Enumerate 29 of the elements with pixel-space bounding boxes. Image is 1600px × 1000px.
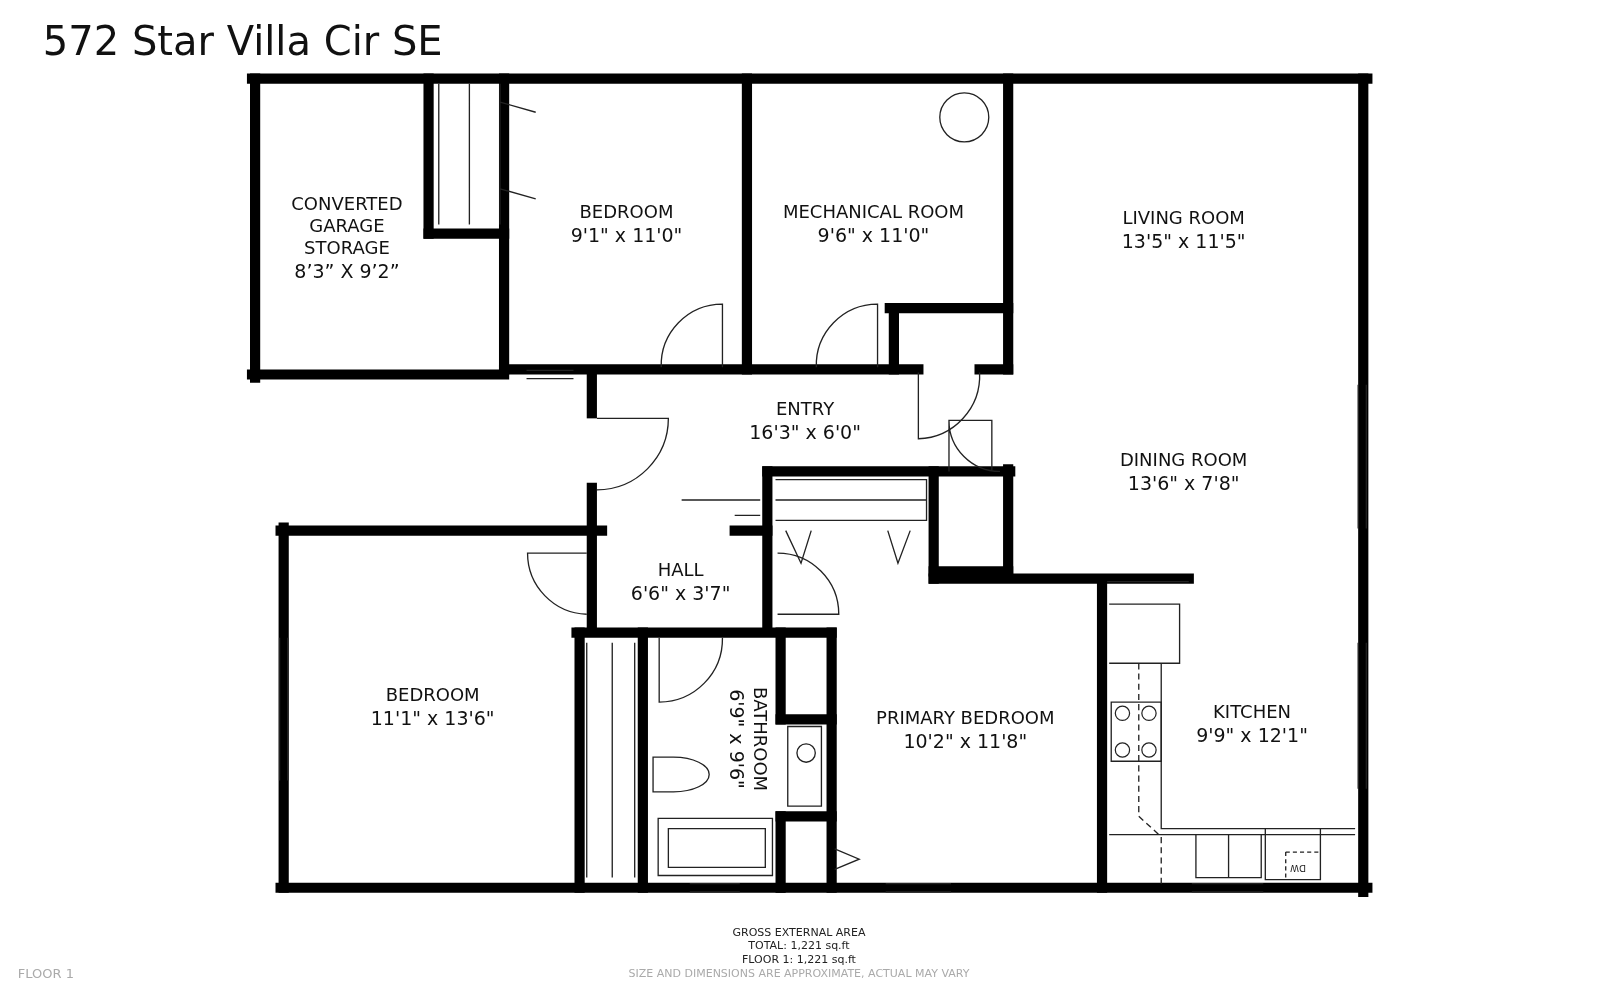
room-dimensions: 8’3” X 9’2” bbox=[293, 258, 401, 283]
disclaimer-note: SIZE AND DIMENSIONS ARE APPROXIMATE, ACTUAL MAY VARY bbox=[628, 966, 970, 980]
room-dimensions: 13'5" x 11'5" bbox=[1121, 228, 1246, 253]
room-name: MECHANICAL ROOM bbox=[782, 201, 964, 224]
room-dimensions: 10'2" x 11'8" bbox=[902, 728, 1029, 753]
floor-label: FLOOR 1 bbox=[17, 965, 74, 981]
room-name: CONVERTED GARAGE STORAGE bbox=[290, 192, 404, 259]
room-dimensions: 11'1" x 13'6" bbox=[370, 706, 495, 731]
room-name: BATHROOM bbox=[748, 686, 771, 791]
room-dimensions: 16'3" x 6'0" bbox=[749, 420, 861, 445]
room-dimensions: 13'6" x 7'8" bbox=[1126, 471, 1241, 496]
address-title: 572 Star Villa Cir SE bbox=[42, 18, 443, 65]
room-name: ENTRY bbox=[775, 398, 836, 421]
room-name: DINING ROOM bbox=[1119, 449, 1248, 472]
area-heading: GROSS EXTERNAL AREA bbox=[732, 925, 866, 939]
room-dimensions: 9'1" x 11'0" bbox=[570, 223, 683, 248]
area-total: TOTAL: 1,221 sq.ft bbox=[748, 938, 850, 952]
room-dimensions: 9'6" x 11'0" bbox=[816, 223, 931, 248]
room-name: BEDROOM bbox=[384, 684, 481, 707]
area-floor: FLOOR 1: 1,221 sq.ft bbox=[742, 952, 856, 966]
room-name: BEDROOM bbox=[578, 201, 675, 224]
room-name: KITCHEN bbox=[1212, 701, 1292, 724]
room-name: LIVING ROOM bbox=[1121, 206, 1246, 229]
room-dimensions: 6'9" x 9'6" bbox=[724, 687, 749, 791]
appliance-label: DW bbox=[1290, 863, 1306, 874]
room-name: HALL bbox=[656, 558, 705, 581]
room-dimensions: 6'6" x 3'7" bbox=[630, 580, 731, 605]
room-dimensions: 9'9" x 12'1" bbox=[1196, 723, 1308, 748]
room-name: PRIMARY BEDROOM bbox=[876, 706, 1055, 729]
